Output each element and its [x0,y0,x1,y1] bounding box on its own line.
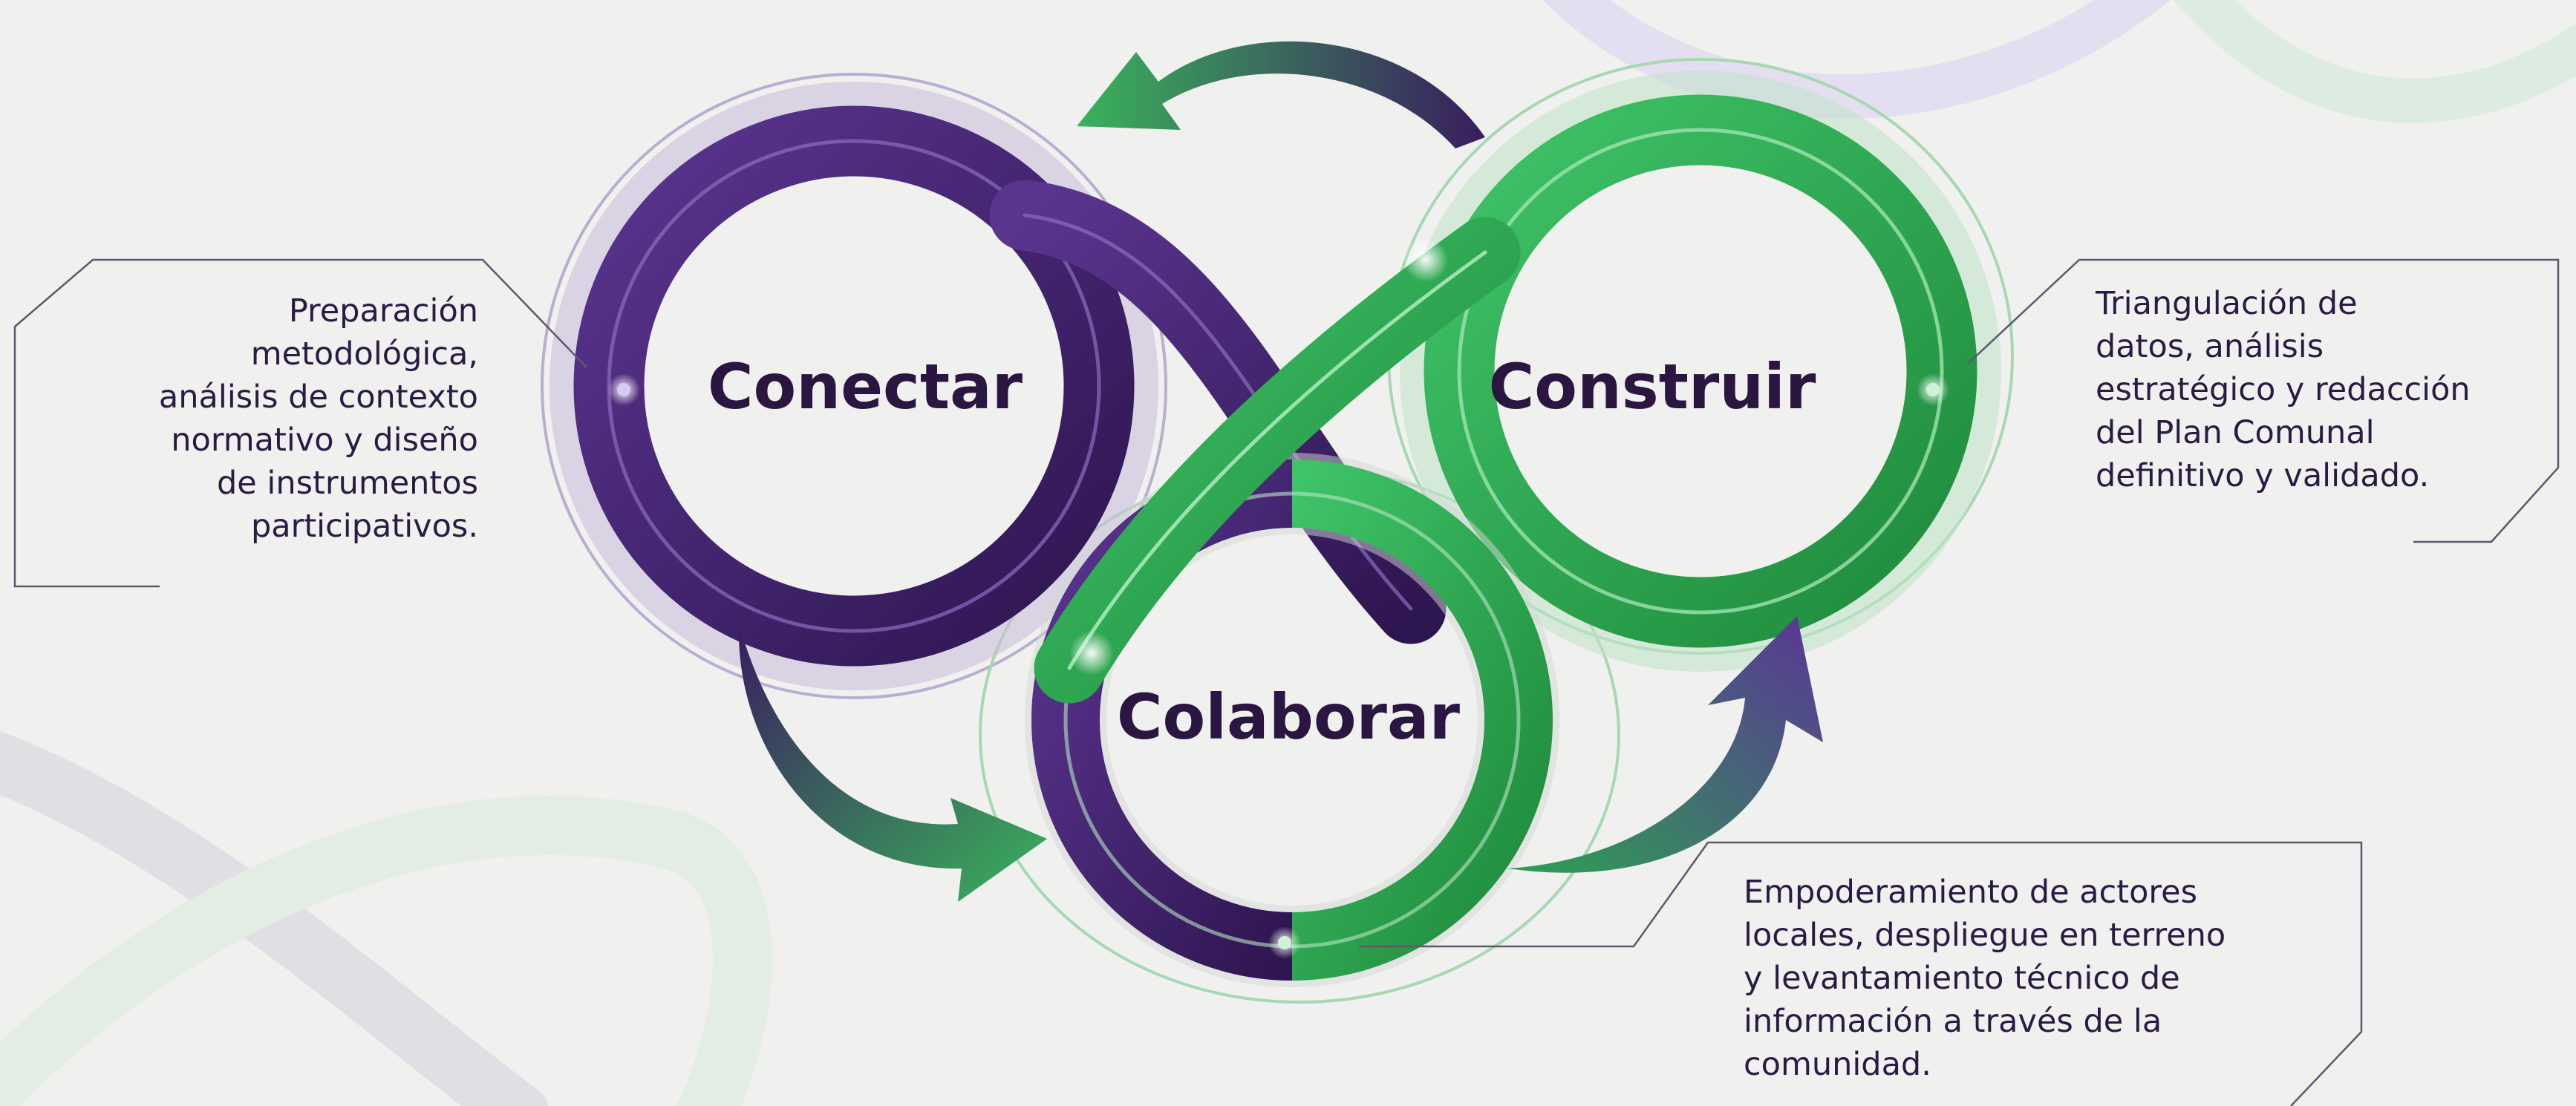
description-line: metodológica, [250,336,478,373]
description-line: estratégico y redacción [2096,371,2471,408]
colaborar-description: Empoderamiento de actores locales, despl… [1744,871,2226,1086]
description-line: del Plan Comunal [2096,414,2375,451]
glow-dots [607,238,1949,959]
construir-ring [1400,71,2001,672]
description-line: comunidad. [1744,1046,1931,1083]
description-line: locales, despliegue en terreno [1744,917,2226,954]
green-crossing-ribbon [1034,217,1521,704]
description-line: Empoderamiento de actores [1744,874,2197,911]
description-line: datos, análisis [2096,328,2324,365]
conectar-title: Conectar [708,350,1023,423]
description-line: y levantamiento técnico de [1744,960,2180,997]
description-line: información a través de la [1744,1003,2162,1040]
description-line: análisis de contexto [158,379,478,416]
conectar-description: Preparación metodológica, análisis de co… [159,289,478,548]
colaborar-title: Colaborar [1117,681,1461,753]
cycle-arrow-icon [738,41,1823,902]
construir-title: Construir [1489,350,1816,423]
description-line: definitivo y validado. [2096,457,2430,494]
construir-description: Triangulación de datos, análisis estraté… [2096,282,2471,497]
description-line: de instrumentos [217,465,478,502]
description-line: normativo y diseño [171,422,478,459]
callout-frames [13,258,2560,1106]
description-line: Triangulación de [2096,285,2358,322]
description-line: participativos. [251,508,478,545]
description-line: Preparación [288,292,478,330]
